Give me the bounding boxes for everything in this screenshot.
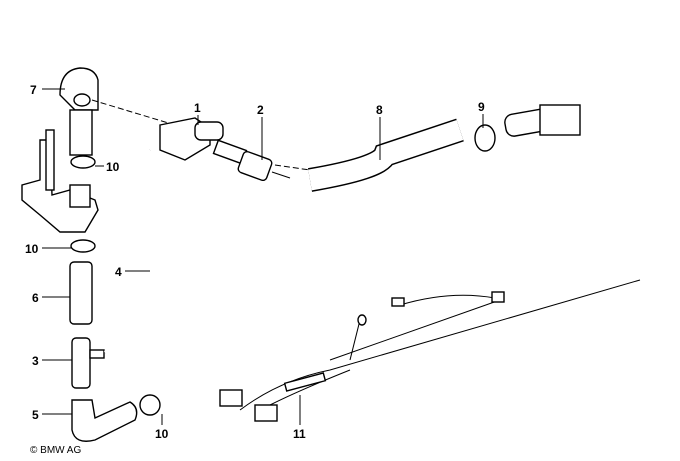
leader-lines [42, 88, 484, 425]
callout-9: 9 [478, 100, 485, 114]
callout-10-mid: 10 [25, 242, 39, 256]
part-11-wiring-harness[interactable] [219, 279, 641, 422]
callout-7: 7 [30, 83, 37, 97]
callout-2: 2 [257, 103, 264, 117]
callout-labels: 7 1 2 8 9 10 10 4 6 3 5 10 11 [25, 83, 485, 441]
callout-6: 6 [32, 291, 39, 305]
callout-3: 3 [32, 354, 39, 368]
part-8-hose[interactable] [307, 118, 464, 192]
part-9-clamp[interactable] [474, 124, 496, 152]
part-3-connector[interactable] [71, 337, 105, 389]
callout-4: 4 [115, 265, 122, 279]
part-4-hose[interactable] [103, 148, 158, 355]
part-10b-clamp[interactable] [70, 239, 96, 253]
part-10c-clamp[interactable] [139, 394, 161, 416]
part-2-sensor[interactable] [212, 139, 291, 182]
callout-1: 1 [194, 101, 201, 115]
pipe-fitting [504, 104, 581, 137]
part-5-elbow-hose[interactable] [71, 399, 138, 442]
valve-housing [21, 129, 99, 233]
callout-5: 5 [32, 408, 39, 422]
part-6-hose[interactable] [69, 261, 93, 325]
copyright-notice: © BMW AG [30, 445, 82, 456]
callout-11: 11 [293, 427, 306, 441]
callout-8: 8 [376, 103, 383, 117]
part-7-elbow[interactable] [59, 67, 99, 156]
part-1-t-piece[interactable] [159, 117, 224, 161]
callout-10-top: 10 [106, 160, 120, 174]
callout-10-bottom: 10 [155, 427, 169, 441]
part-10a-clamp[interactable] [70, 155, 96, 169]
